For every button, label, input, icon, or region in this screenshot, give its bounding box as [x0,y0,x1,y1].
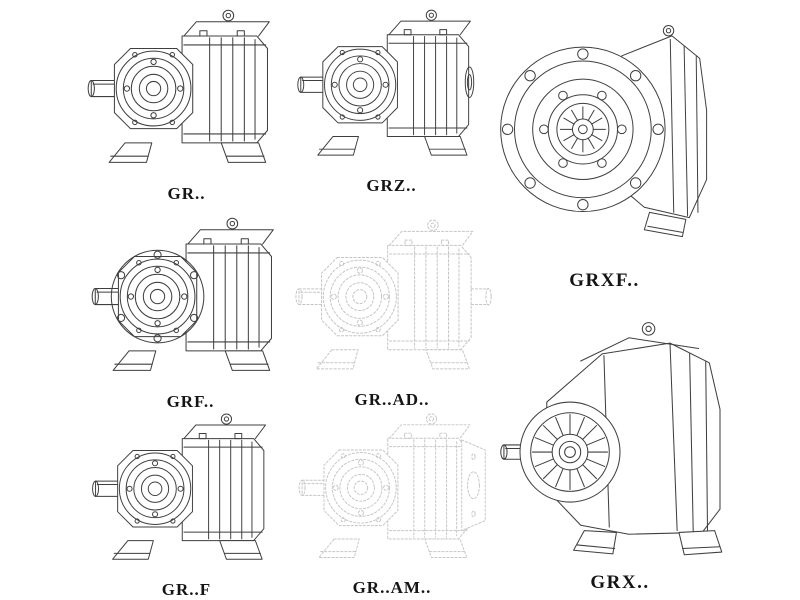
figure-caption-grxf: GRXF.. [569,270,640,291]
figure-grf: GRF.. [88,212,293,412]
gearbox-drawing-grad [292,214,492,388]
gearbox-drawing-grxf [492,8,717,268]
figure-gram: GR..AM.. [292,408,492,598]
gearbox-drawing-grf [88,212,293,390]
figure-caption-gr: GR.. [167,184,206,203]
figure-caption-grf: GRF.. [166,392,215,411]
gearbox-drawing-gr-f [84,408,289,578]
figure-caption-grz: GRZ.. [366,176,417,195]
gearbox-drawing-grx [495,302,745,570]
figure-gr: GR.. [84,4,289,204]
figure-grx: GRX.. [495,302,745,594]
figure-gr-f: GR..F [84,408,289,600]
figure-grxf: GRXF.. [492,8,717,292]
gearbox-drawing-gram [292,408,492,576]
figure-caption-grx: GRX.. [590,572,650,593]
gearbox-drawing-gr [84,4,289,182]
figure-caption-gram: GR..AM.. [352,578,432,597]
figure-grz: GRZ.. [294,4,489,196]
figure-caption-gr-f: GR..F [161,580,212,599]
figure-grad: GR..AD.. [292,214,492,410]
gearbox-drawing-grz [294,4,489,174]
figure-caption-grad: GR..AD.. [354,390,430,409]
